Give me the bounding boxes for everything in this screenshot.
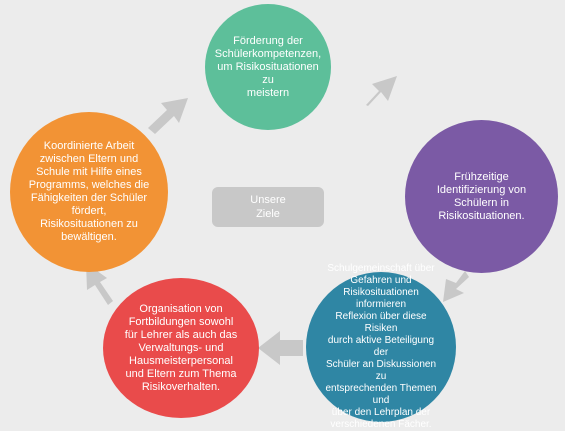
goal-line: durch aktive Beteiligung der xyxy=(327,335,435,358)
arrow-blue-to-red xyxy=(258,331,303,365)
goal-line: Hausmeisterpersonal xyxy=(129,354,233,367)
goal-line: Koordinierte Arbeit xyxy=(43,140,135,152)
goal-line: Risikoverhalten. xyxy=(141,380,221,393)
goal-line: Identifizierung von xyxy=(436,183,527,196)
goal-line: Schülerkompetenzen, xyxy=(214,47,322,60)
goal-line: für Lehrer als auch das xyxy=(124,328,238,341)
goal-circle-blue: Schulgemeinschaft über Gefahren und Risi… xyxy=(306,263,456,430)
goal-line: über den Lehrplan der xyxy=(331,407,431,418)
goal-line: um Risikosituationen zu xyxy=(217,60,319,86)
goal-line: meistern xyxy=(246,86,290,99)
goal-line: Risikosituationen informieren xyxy=(343,287,419,310)
goal-text-orange: Koordinierte Arbeit zwischen Eltern und … xyxy=(29,140,149,244)
goals-cycle-diagram: Förderung der Schülerkompetenzen, um Ris… xyxy=(10,4,558,430)
arrow-green-to-purple xyxy=(366,76,397,106)
goal-circle-red: Organisation von Fortbildungen sowohl fü… xyxy=(103,278,259,418)
center-label-box: Unsere Ziele xyxy=(212,187,324,227)
goal-line: Fähigkeiten der Schüler xyxy=(30,192,148,204)
goal-text-red: Organisation von Fortbildungen sowohl fü… xyxy=(125,303,238,394)
cycle-arrows xyxy=(86,76,469,365)
arrow-red-to-orange xyxy=(86,263,113,305)
goal-line: bewältigen. xyxy=(61,231,117,243)
goal-line: Risikosituationen zu xyxy=(40,218,138,230)
goal-line: Programms, welches die xyxy=(28,179,150,191)
goal-line: Schülern in xyxy=(453,196,510,209)
goal-line: Schüler an Diskussionen zu xyxy=(325,359,437,382)
goal-line: Reflexion über diese Risiken xyxy=(335,311,427,334)
goal-line: Risikosituationen. xyxy=(438,209,525,222)
goal-line: Gefahren und xyxy=(350,275,412,286)
goal-line: Schule mit Hilfe eines xyxy=(36,166,142,178)
goal-circle-green: Förderung der Schülerkompetenzen, um Ris… xyxy=(205,4,331,130)
goal-line: Fortbildungen sowohl xyxy=(128,315,234,328)
arrow-orange-to-green xyxy=(148,98,188,134)
goal-text-blue: Schulgemeinschaft über Gefahren und Risi… xyxy=(320,263,442,431)
goal-line: Förderung der xyxy=(233,34,303,47)
goal-line: und Eltern zum Thema xyxy=(125,367,237,380)
goal-line: entsprechenden Themen und xyxy=(325,383,437,406)
goal-line: Organisation von xyxy=(139,302,223,315)
goal-text-green: Förderung der Schülerkompetenzen, um Ris… xyxy=(215,35,321,100)
goal-line: Frühzeitige xyxy=(454,170,509,183)
goal-line: fördert, xyxy=(71,205,107,217)
arrow-purple-to-blue xyxy=(443,271,469,302)
goal-circle-orange: Koordinierte Arbeit zwischen Eltern und … xyxy=(10,112,168,272)
goal-line: zwischen Eltern und xyxy=(39,153,139,165)
goal-line: Schulgemeinschaft über xyxy=(327,263,435,274)
center-label-line: Unsere xyxy=(250,194,286,206)
goal-text-purple: Frühzeitige Identifizierung von Schülern… xyxy=(437,171,526,223)
center-label-line: Ziele xyxy=(256,208,280,220)
goal-line: Verwaltungs- und xyxy=(138,341,224,354)
goal-circle-purple: Frühzeitige Identifizierung von Schülern… xyxy=(405,120,558,273)
